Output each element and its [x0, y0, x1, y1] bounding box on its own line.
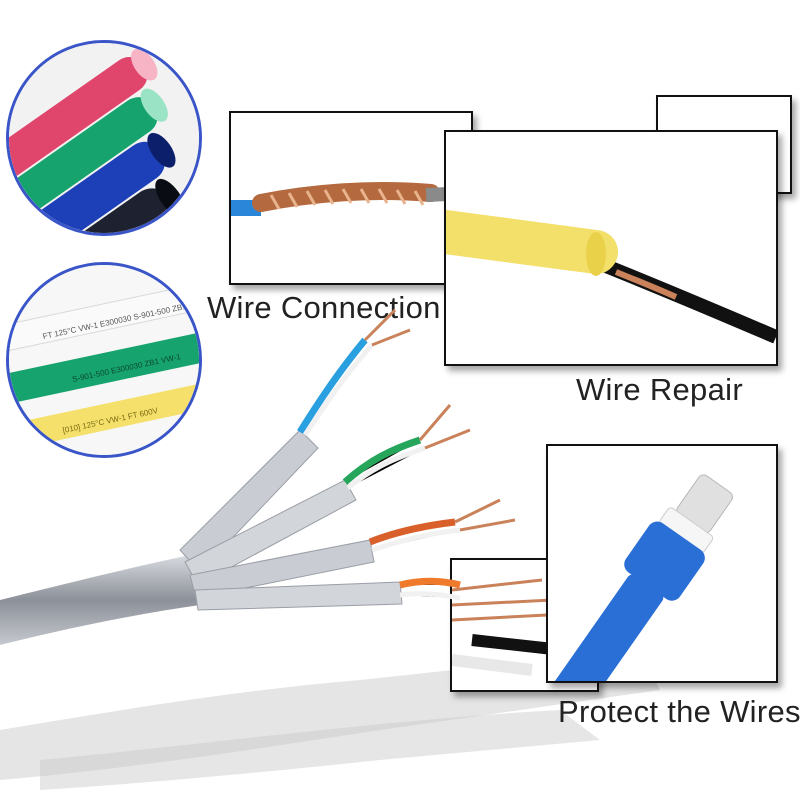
colored-tubes-circle [6, 40, 202, 236]
wire-repair-caption: Wire Repair [576, 372, 743, 407]
protect-wires-photo [546, 444, 778, 683]
marked-tubes-illustration: FT 125°C VW-1 E300030 S-901-500 ZB1 S-90… [9, 265, 199, 455]
connector-sleeve-illustration [548, 446, 776, 681]
colored-tubes-illustration [9, 43, 199, 233]
twisted-wire-illustration [231, 113, 471, 283]
wire-connection-photo [229, 111, 473, 285]
protect-wires-caption: Protect the Wires [558, 694, 800, 729]
repaired-wire-illustration [446, 132, 776, 364]
wire-connection-caption: Wire Connection [207, 290, 441, 325]
shielded-cable-illustration [0, 308, 516, 645]
marked-tubes-circle: FT 125°C VW-1 E300030 S-901-500 ZB1 S-90… [6, 262, 202, 458]
wire-repair-photo [444, 130, 778, 366]
